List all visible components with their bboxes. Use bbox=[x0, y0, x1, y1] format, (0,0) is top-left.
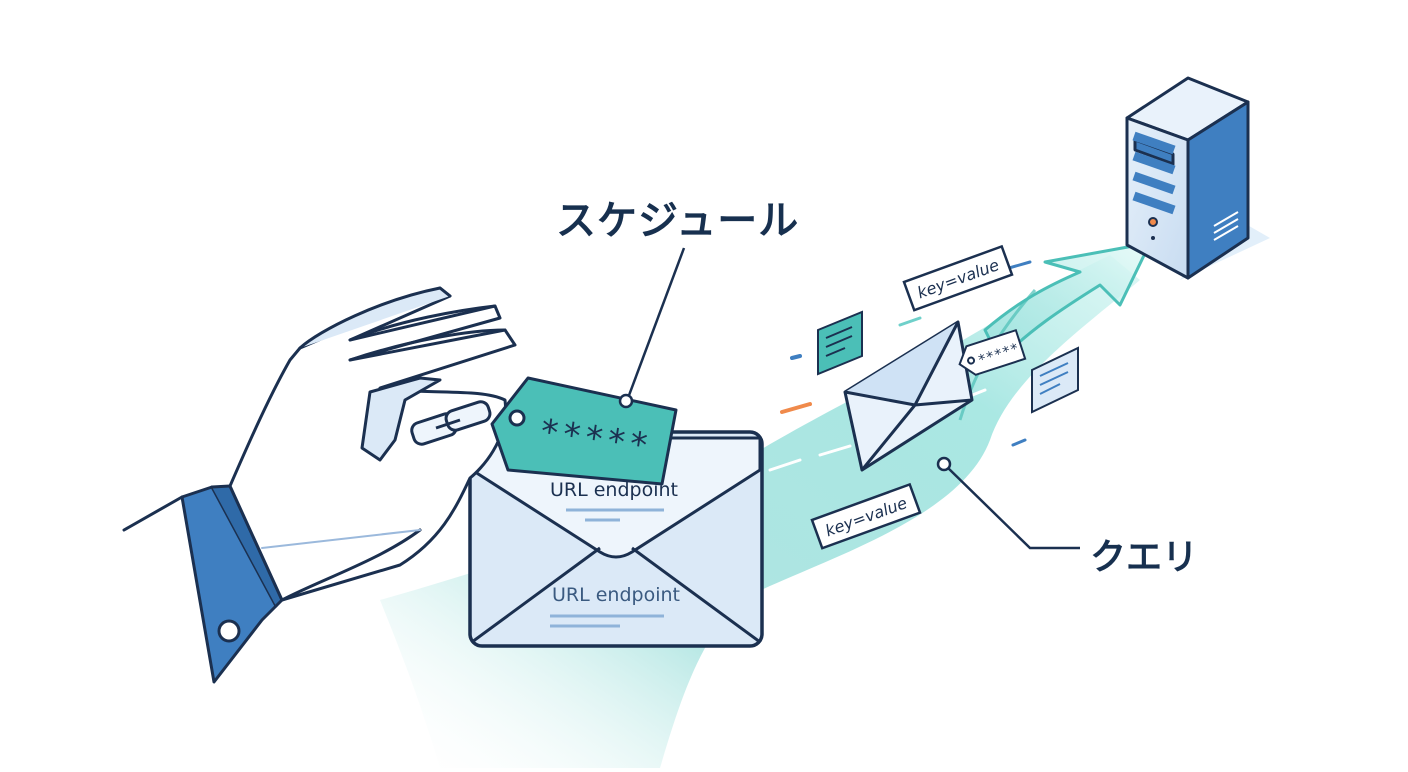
envelope-flap-text: URL endpoint bbox=[550, 479, 678, 501]
password-tag: ***** bbox=[490, 376, 678, 486]
server-icon bbox=[1125, 76, 1270, 280]
envelope-body-text: URL endpoint bbox=[552, 584, 680, 606]
schedule-label: スケジュール bbox=[556, 198, 800, 244]
query-label: クエリ bbox=[1090, 537, 1199, 578]
callout-leaders bbox=[618, 247, 1080, 550]
small-tag: ***** bbox=[958, 328, 1027, 376]
document-card-left bbox=[817, 310, 863, 376]
param-tag-top: key=value bbox=[902, 244, 1014, 312]
hand-icon bbox=[122, 286, 517, 684]
chain-link bbox=[410, 400, 492, 446]
document-card-right bbox=[1031, 346, 1079, 414]
flying-envelope bbox=[843, 320, 974, 472]
